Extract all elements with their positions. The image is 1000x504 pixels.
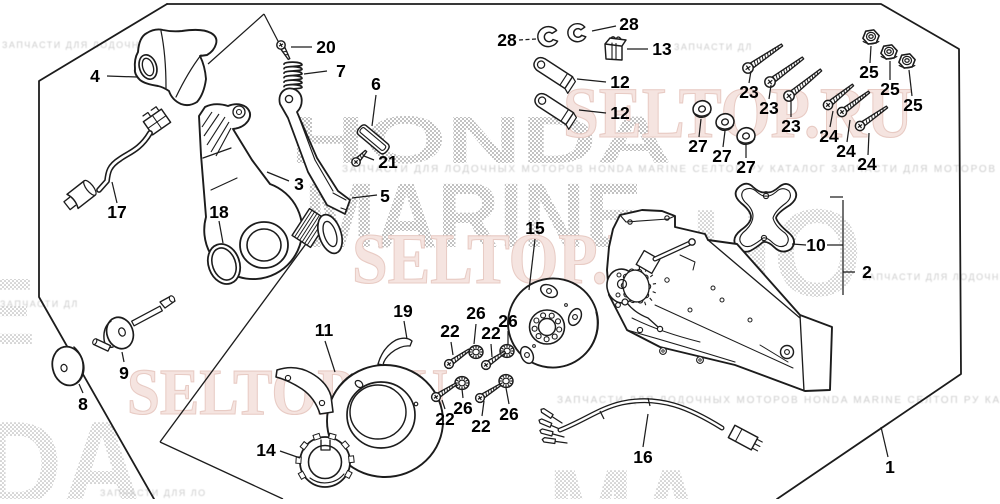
svg-text:ЗАПЧАСТИ ДЛЯ ЛОДОЧНЫХ МО: ЗАПЧАСТИ ДЛЯ ЛОДОЧНЫХ МО [862,272,1000,282]
svg-text:4: 4 [90,66,100,86]
svg-text:ЗАПЧАСТИ ДЛЯ ЛОДОЧНЫХ МОТОРОВ: ЗАПЧАСТИ ДЛЯ ЛОДОЧНЫХ МОТОРОВ HONDA MARI… [342,164,1000,175]
svg-text:22: 22 [481,323,501,343]
svg-text:27: 27 [736,157,755,177]
svg-text:18: 18 [209,202,229,222]
svg-text:28: 28 [497,30,517,50]
svg-text:26: 26 [498,311,518,331]
svg-text:DA: DA [0,397,142,499]
svg-text:ЗАПЧАСТИ ДЛ: ЗАПЧАСТИ ДЛ [0,299,79,309]
svg-text:23: 23 [759,98,779,118]
svg-text:10: 10 [806,235,826,255]
svg-text:13: 13 [652,39,672,59]
svg-text:MA: MA [548,445,708,499]
svg-text:E: E [0,259,35,365]
svg-text:26: 26 [453,398,473,418]
svg-text:24: 24 [857,154,877,174]
svg-text:24: 24 [836,141,856,161]
svg-text:26: 26 [466,303,486,323]
svg-text:11: 11 [315,320,334,340]
svg-text:17: 17 [107,202,126,222]
svg-text:28: 28 [619,14,639,34]
svg-text:27: 27 [688,136,707,156]
svg-text:22: 22 [435,409,455,429]
svg-text:26: 26 [499,404,519,424]
svg-text:23: 23 [739,82,759,102]
svg-text:25: 25 [880,79,900,99]
svg-text:9: 9 [119,363,129,383]
svg-text:21: 21 [378,152,398,172]
svg-text:2: 2 [862,262,872,282]
svg-text:25: 25 [859,62,879,82]
svg-text:ЗАПЧАСТИ ДЛ: ЗАПЧАСТИ ДЛ [674,42,753,52]
svg-text:23: 23 [781,116,801,136]
svg-text:8: 8 [78,394,88,414]
svg-text:22: 22 [440,321,460,341]
svg-text:25: 25 [903,95,923,115]
svg-text:5: 5 [380,186,390,206]
svg-text:6: 6 [371,74,381,94]
svg-text:19: 19 [393,301,413,321]
svg-text:12: 12 [610,72,630,92]
svg-text:14: 14 [256,440,276,460]
svg-text:20: 20 [316,37,336,57]
svg-text:1: 1 [885,457,895,477]
svg-text:7: 7 [336,61,346,81]
svg-text:27: 27 [712,146,731,166]
svg-text:22: 22 [471,416,491,436]
svg-text:3: 3 [294,174,304,194]
svg-text:12: 12 [610,103,630,123]
svg-text:15: 15 [525,218,545,238]
svg-text:16: 16 [633,447,653,467]
